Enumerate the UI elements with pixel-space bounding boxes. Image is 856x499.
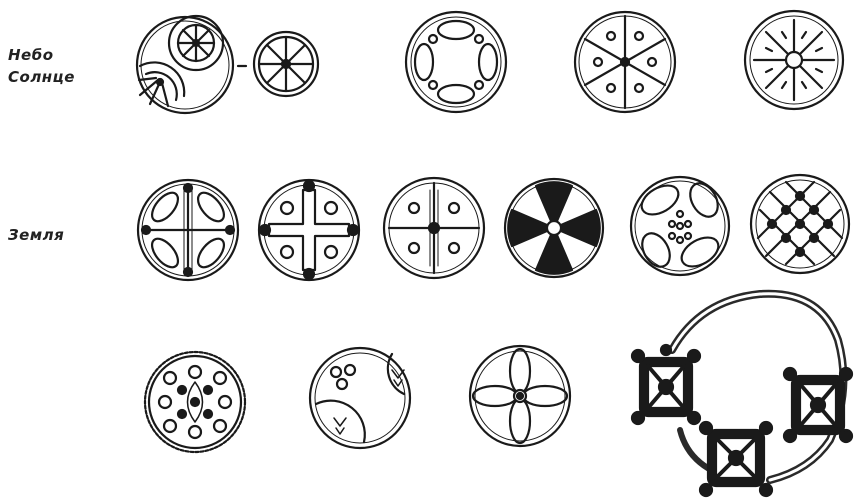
openwork-bead-left — [632, 345, 700, 424]
earth-cross-ovals-disc — [138, 180, 238, 280]
earth-black-sectors-disc — [505, 179, 603, 277]
six-spoke-wheel-disc — [575, 12, 675, 112]
four-ovals-disc — [406, 12, 506, 112]
temple-ring-artifact — [632, 294, 852, 496]
earth-cross-dots-disc — [259, 180, 359, 280]
earth-ovals-dots-disc — [631, 177, 729, 275]
dotted-rhombus-disc — [145, 352, 245, 452]
eight-spoke-wheel-disc — [745, 11, 843, 109]
earth-cross-small-dots-disc — [384, 178, 484, 278]
four-petal-disc — [470, 346, 570, 446]
openwork-bead-bottom — [700, 422, 772, 496]
sun-wheel-small-disc — [254, 32, 318, 96]
openwork-bead-right — [784, 368, 852, 442]
arcs-dots-disc — [310, 348, 410, 448]
sky-sun-composite-disc — [137, 16, 233, 113]
earth-lattice-disc — [751, 175, 849, 273]
